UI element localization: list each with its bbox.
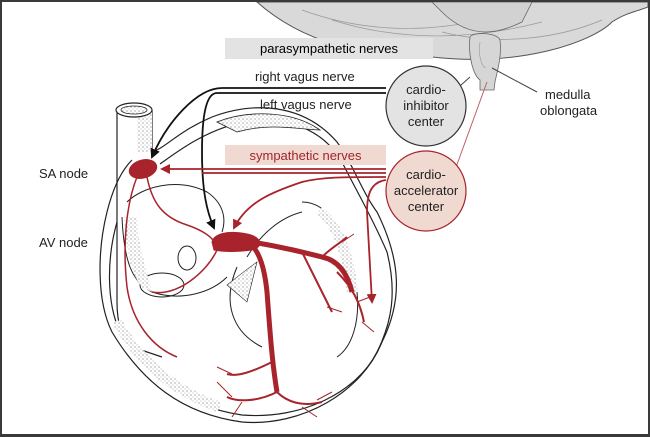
- cardioaccelerator-line3: center: [407, 199, 445, 214]
- sa-node-label: SA node: [39, 166, 89, 181]
- medulla-oblongata-shape: [469, 33, 501, 91]
- left-vagus-nerve-label: left vagus nerve: [260, 97, 352, 112]
- sympathetic-nerve-paths: [160, 164, 387, 304]
- parasympathetic-nerves-banner: parasympathetic nerves: [225, 38, 433, 59]
- cardioaccelerator-line2: accelerator: [393, 183, 459, 198]
- parasympathetic-nerves-label: parasympathetic nerves: [259, 41, 398, 56]
- cardioaccelerator-center-circle: [385, 150, 467, 232]
- left-vagus-nerve-path: [201, 92, 386, 230]
- pons: [431, 2, 533, 33]
- medulla-leader-line: [491, 67, 538, 93]
- cardioinhibitor-line2: inhibitor: [403, 98, 449, 113]
- cardioinhibitor-center-circle: [385, 65, 467, 147]
- sympathetic-to-ventricle: [366, 179, 387, 304]
- cardioaccelerator-line1: cardio-: [406, 167, 446, 182]
- sa-node-shape: [128, 159, 158, 179]
- medulla-label-line2: oblongata: [540, 103, 598, 118]
- sympathetic-nerves-banner: sympathetic nerves: [225, 145, 386, 165]
- cardioaccelerator-center-label: cardio- accelerator center: [382, 167, 470, 215]
- cardioinhibitor-line3: center: [407, 114, 445, 129]
- sympathetic-to-av-node: [233, 176, 387, 230]
- conduction-system: [128, 159, 375, 418]
- sympathetic-nerves-label: sympathetic nerves: [249, 147, 362, 163]
- av-node-label: AV node: [39, 235, 88, 250]
- right-vagus-nerve-path: [150, 87, 386, 159]
- right-vagus-nerve-label: right vagus nerve: [255, 69, 355, 84]
- vagus-nerves: [150, 87, 386, 230]
- cardioinhibitor-line1: cardio-: [406, 82, 446, 97]
- cardioinhibitor-center-label: cardio- inhibitor center: [386, 82, 466, 130]
- medulla-label-line1: medulla: [545, 87, 591, 102]
- internodal-pathways: [124, 176, 218, 358]
